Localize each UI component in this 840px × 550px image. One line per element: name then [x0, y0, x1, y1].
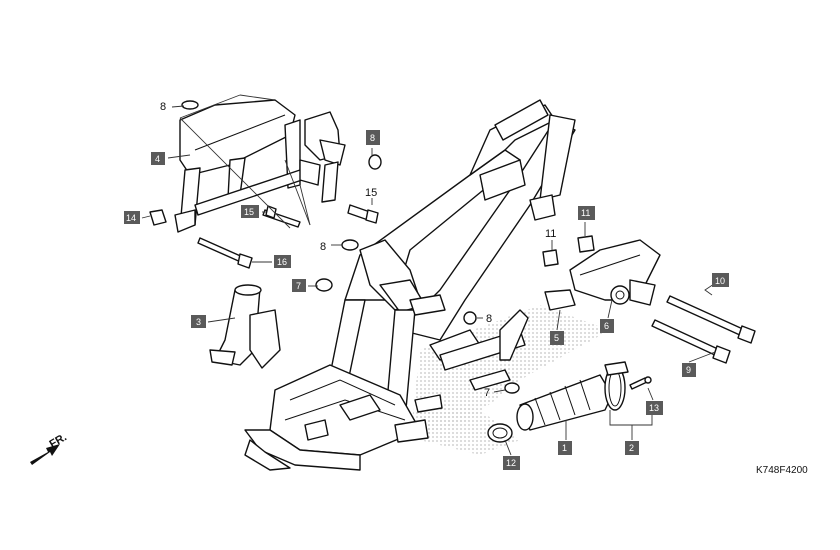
- callout-11-b: 11: [578, 206, 595, 220]
- callout-12: 12: [503, 456, 520, 470]
- callout-8-d: 8: [486, 313, 492, 325]
- callout-9: 9: [682, 363, 696, 377]
- part-hose-clip: [487, 423, 513, 443]
- part-long-bolts: [651, 295, 756, 364]
- callout-14: 14: [124, 211, 140, 224]
- callout-10: 10: [712, 273, 729, 287]
- part-carrier-bracket: [174, 99, 303, 233]
- front-arrow-icon: [30, 444, 60, 465]
- callout-11-a: 11: [545, 228, 556, 240]
- callout-15-a: 15: [365, 187, 377, 199]
- front-label: FR.: [48, 431, 69, 450]
- svg-text:5: 5: [554, 333, 559, 343]
- svg-text:12: 12: [506, 458, 516, 468]
- callout-5: 5: [550, 331, 564, 345]
- callout-13: 13: [646, 401, 663, 415]
- callout-8-c: 8: [320, 241, 326, 253]
- callout-16: 16: [274, 255, 291, 268]
- part-clamp-band: [604, 361, 629, 411]
- part-damper: [544, 289, 576, 311]
- svg-text:13: 13: [649, 403, 659, 413]
- callout-15-b: 15: [241, 205, 259, 218]
- part-washers-nuts: [149, 100, 520, 394]
- front-direction-indicator: FR.: [30, 431, 69, 465]
- callout-3: 3: [191, 315, 206, 328]
- main-frame: [244, 99, 576, 471]
- callout-6: 6: [600, 319, 614, 333]
- svg-text:8: 8: [370, 133, 375, 143]
- callout-2: 2: [625, 441, 639, 455]
- svg-text:10: 10: [715, 276, 725, 286]
- svg-text:14: 14: [126, 213, 136, 223]
- callout-1: 1: [558, 441, 572, 455]
- svg-text:15: 15: [244, 207, 254, 217]
- svg-text:1: 1: [562, 443, 567, 453]
- svg-text:9: 9: [686, 365, 691, 375]
- callout-7-b: 7: [484, 387, 490, 399]
- part-collars: [542, 235, 595, 267]
- callout-7-a: 7: [292, 279, 306, 292]
- svg-text:6: 6: [604, 321, 609, 331]
- callout-8-a: 8: [160, 101, 166, 113]
- part-rubber-boot: [516, 374, 613, 431]
- svg-text:7: 7: [296, 281, 301, 291]
- part-upper-mount: [299, 111, 346, 203]
- svg-text:16: 16: [277, 257, 287, 267]
- callout-8-b: 8: [366, 130, 380, 145]
- part-head-pipe: [209, 284, 281, 369]
- svg-text:2: 2: [629, 443, 634, 453]
- part-engine-hanger: [569, 239, 661, 306]
- svg-text:11: 11: [581, 208, 590, 218]
- svg-text:3: 3: [196, 317, 201, 327]
- part-screw: [629, 376, 652, 390]
- diagram-code: K748F4200: [756, 465, 808, 476]
- svg-text:4: 4: [155, 154, 160, 164]
- callout-4: 4: [151, 152, 165, 165]
